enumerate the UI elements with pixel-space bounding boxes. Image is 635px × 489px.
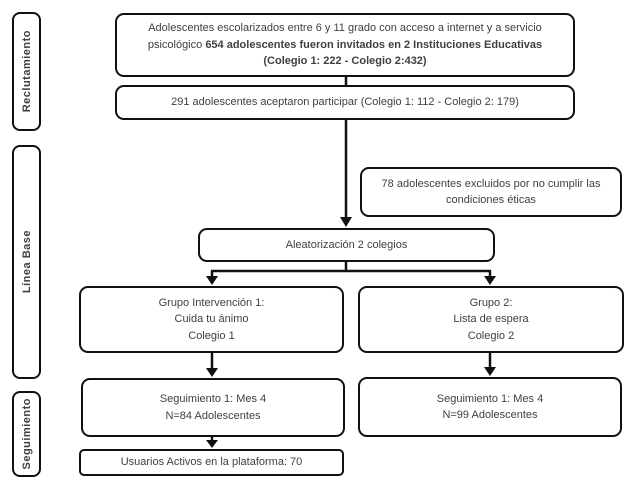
box-followup1-line2: N=84 Adolescentes	[165, 409, 261, 422]
connector-randomization-branch	[206, 262, 496, 285]
connector-followup1-active	[206, 437, 218, 448]
box-followup2-line2: N=99 Adolescentes	[442, 409, 538, 421]
box-invited-line3: (Colegio 1: 222 - Colegio 2:432)	[263, 55, 427, 68]
box-followup1: Seguimiento 1: Mes 4 N=84 Adolescentes	[81, 378, 345, 437]
box-group1-line2: Cuida tu ánimo	[174, 313, 249, 326]
phase-label-recruitment-text: Reclutamiento	[20, 30, 33, 113]
box-excluded-text: 78 adolescentes excluidos por no cumplir…	[381, 177, 601, 207]
box-accepted-text: 291 adolescentes aceptaron participar (C…	[171, 96, 519, 109]
phase-label-recruitment: Reclutamiento	[12, 12, 41, 131]
box-randomization-text: Aleatorización 2 colegios	[285, 238, 408, 251]
box-invited-line2: psicológico 654 adolescentes fueron invi…	[127, 37, 563, 54]
box-group2-waitlist: Grupo 2: Lista de espera Colegio 2	[358, 286, 624, 353]
box-invited-line2-regular: psicológico	[147, 38, 206, 51]
box-group1-intervention: Grupo Intervención 1: Cuida tu ánimo Col…	[79, 286, 344, 353]
box-followup2-line1: Seguimiento 1: Mes 4	[436, 392, 544, 405]
connector-group2-followup2	[484, 353, 496, 376]
phase-label-followup-text: Seguimiento	[20, 398, 33, 470]
box-accepted: 291 adolescentes aceptaron participar (C…	[115, 85, 575, 120]
box-followup2: Seguimiento 1: Mes 4 N=99 Adolescentes	[358, 377, 622, 437]
box-invited-line2-bold: 654 adolescentes fueron invitados en 2 I…	[205, 38, 543, 51]
box-group1-line3: Colegio 1	[188, 329, 235, 342]
phase-label-baseline: Línea Base	[12, 145, 41, 379]
phase-label-followup: Seguimiento	[12, 391, 41, 477]
connector-accepted-randomization	[340, 120, 352, 227]
box-group1-line1: Grupo Intervención 1:	[158, 296, 265, 309]
box-group2-line3: Colegio 2	[467, 329, 515, 342]
box-invited-line1: Adolescentes escolarizados entre 6 y 11 …	[148, 22, 542, 35]
box-followup1-line1: Seguimiento 1: Mes 4	[159, 393, 267, 405]
box-active-users-text: Usuarios Activos en la plataforma: 70	[120, 456, 303, 469]
box-randomization: Aleatorización 2 colegios	[198, 228, 495, 262]
box-excluded: 78 adolescentes excluidos por no cumplir…	[360, 167, 622, 217]
phase-label-baseline-text: Línea Base	[20, 230, 33, 294]
connector-group1-followup1	[206, 353, 218, 377]
box-active-users: Usuarios Activos en la plataforma: 70	[79, 449, 344, 476]
box-invited: Adolescentes escolarizados entre 6 y 11 …	[115, 13, 575, 77]
box-group2-line2: Lista de espera	[453, 313, 529, 326]
box-group2-line1: Grupo 2:	[469, 296, 513, 309]
